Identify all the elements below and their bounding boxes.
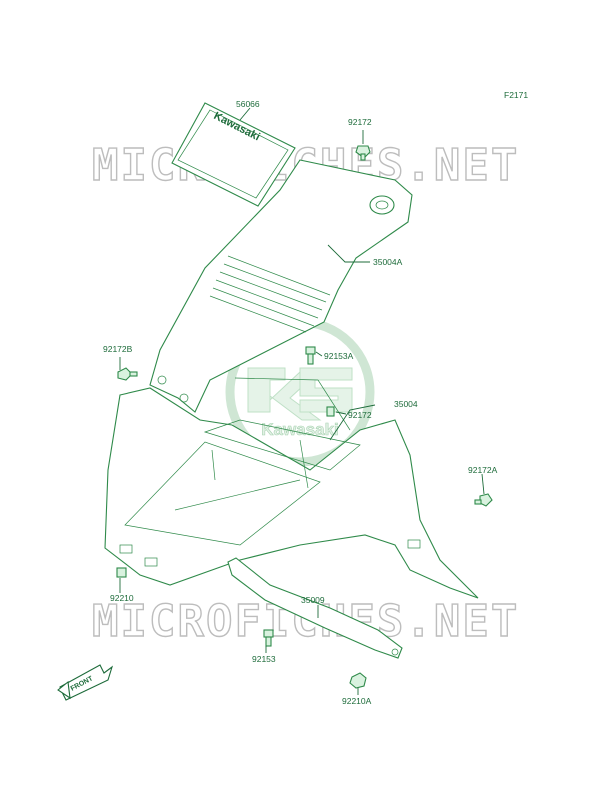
bracket-35009 <box>227 557 403 659</box>
nut-92210A <box>349 672 367 689</box>
upper-cover-35004A <box>149 159 413 413</box>
bolt-92153A <box>305 346 316 365</box>
screw-92172B <box>117 367 138 381</box>
part-label: 92172B <box>103 344 133 354</box>
screw-92172-top <box>355 145 371 161</box>
part-label: 92172 <box>348 117 372 127</box>
figure-code: F2171 <box>504 90 528 100</box>
part-label: 92172A <box>468 465 498 475</box>
screw-92172-mid <box>326 406 335 417</box>
fender-35004 <box>104 377 479 599</box>
nut-92210 <box>116 567 127 578</box>
part-label: 92153 <box>252 654 276 664</box>
part-label: 92210 <box>110 593 134 603</box>
front-arrow-icon: FRONT <box>57 664 114 701</box>
kawasaki-logo-watermark: Kawasaki <box>225 317 375 467</box>
part-label: 35009 <box>301 595 325 605</box>
screw-92172A <box>474 493 493 507</box>
part-label: 35004A <box>373 257 403 267</box>
part-label: 35004 <box>394 399 418 409</box>
part-label: 92210A <box>342 696 372 706</box>
part-label: 92172 <box>348 410 372 420</box>
bolt-92153 <box>263 629 274 647</box>
part-label: 56066 <box>236 99 260 109</box>
logo-text: Kawasaki <box>261 420 339 439</box>
part-label: 92153A <box>324 351 354 361</box>
